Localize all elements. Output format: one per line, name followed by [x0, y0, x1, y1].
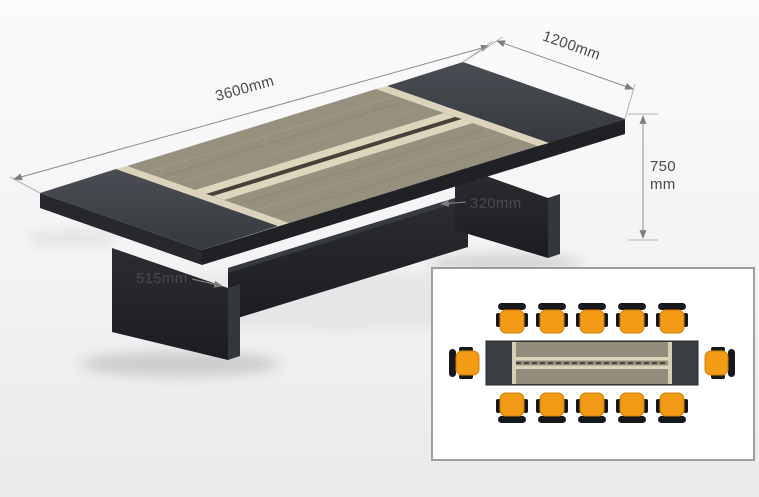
chair-top-view — [615, 302, 649, 334]
tabletop-left-edge — [40, 193, 202, 265]
chair-top-view — [615, 392, 649, 424]
dimension-beam-leader — [440, 199, 467, 207]
chair-top-view — [655, 302, 689, 334]
dimension-length-line — [13, 44, 490, 181]
dimension-width-line — [496, 40, 634, 90]
dimension-height-value: 750 — [650, 158, 676, 175]
table-left-end-cap — [40, 169, 278, 250]
chair-top-view — [448, 346, 480, 380]
dimension-foot: 515mm — [136, 270, 223, 288]
tabletop-front-edge — [202, 119, 625, 265]
chair-top-view — [575, 392, 609, 424]
chair-top-view — [495, 302, 529, 334]
chair-top-view — [495, 392, 529, 424]
dimension-foot-label: 515mm — [136, 270, 188, 287]
chair-top-view — [655, 392, 689, 424]
dimension-foot-leader — [191, 278, 223, 288]
chair-top-view — [575, 302, 609, 334]
dimension-beam: 320mm — [440, 195, 522, 212]
left-cream-band — [116, 166, 289, 226]
chair-top-view — [535, 392, 569, 424]
dimension-beam-label: 320mm — [470, 195, 522, 212]
center-beam — [228, 194, 468, 321]
dimension-height: 750 mm — [628, 113, 676, 241]
top-view-inset — [431, 267, 755, 461]
dimension-height-unit: mm — [650, 176, 676, 193]
right-panel-leg — [455, 165, 560, 258]
chair-top-view — [535, 302, 569, 334]
top-view-table — [485, 340, 699, 386]
left-panel-leg — [112, 248, 240, 360]
chair-top-view — [704, 346, 736, 380]
